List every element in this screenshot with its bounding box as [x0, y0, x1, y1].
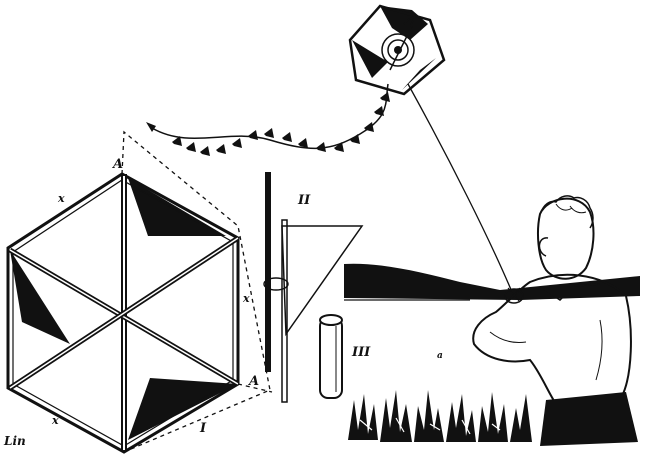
- label-figure-two: II: [297, 193, 311, 208]
- kite-panel-left: [10, 250, 70, 344]
- stick-and-triangle-diagram: [263, 172, 364, 403]
- label-small-a: a: [437, 351, 443, 361]
- label-x-top: x: [57, 192, 65, 205]
- paper-roll-diagram: [319, 314, 343, 399]
- boy-trousers: [540, 392, 638, 446]
- label-figure-one: I: [199, 421, 207, 436]
- kite-string: [407, 83, 513, 293]
- distant-hill: [344, 263, 640, 300]
- label-signature: Lin: [3, 434, 26, 448]
- label-vertex-right: A: [247, 374, 259, 389]
- label-figure-three: III: [351, 345, 371, 360]
- kite-frame-diagram: [6, 130, 273, 454]
- label-x-bottom: x: [51, 414, 59, 427]
- kite-tail: [146, 83, 390, 156]
- grass: [348, 390, 532, 442]
- label-x-right: x: [242, 292, 250, 305]
- bridle-dashed-line: [121, 130, 271, 453]
- boy-figure: [472, 195, 638, 446]
- flying-kite: [348, 4, 446, 96]
- label-vertex-top: A: [111, 157, 123, 172]
- landscape: [344, 263, 640, 442]
